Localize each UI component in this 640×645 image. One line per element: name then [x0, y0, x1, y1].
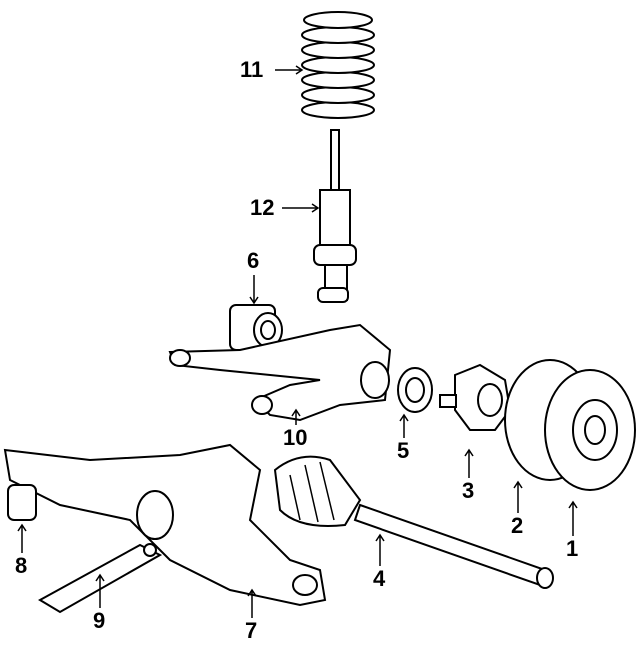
callout-6: 6 — [247, 248, 260, 273]
callout-10: 10 — [283, 425, 308, 450]
trailing-arm — [168, 323, 392, 422]
hub — [439, 363, 512, 431]
mount — [7, 484, 37, 521]
callout-arrows — [17, 65, 578, 618]
bearing — [397, 367, 433, 413]
coil-spring — [301, 11, 375, 119]
callout-8: 8 — [15, 553, 28, 578]
callout-1: 1 — [566, 536, 579, 561]
callout-4: 4 — [373, 566, 386, 591]
bushing — [229, 304, 283, 351]
callout-7: 7 — [245, 618, 258, 643]
strut — [313, 129, 357, 303]
axle-shaft — [273, 455, 554, 589]
callout-2: 2 — [511, 513, 524, 538]
callout-3: 3 — [462, 478, 475, 503]
crossmember — [3, 443, 327, 607]
callout-9: 9 — [93, 608, 106, 633]
callout-5: 5 — [397, 438, 410, 463]
callout-11: 11 — [240, 57, 264, 82]
brake-rotor — [504, 359, 636, 491]
callout-12: 12 — [250, 195, 275, 220]
